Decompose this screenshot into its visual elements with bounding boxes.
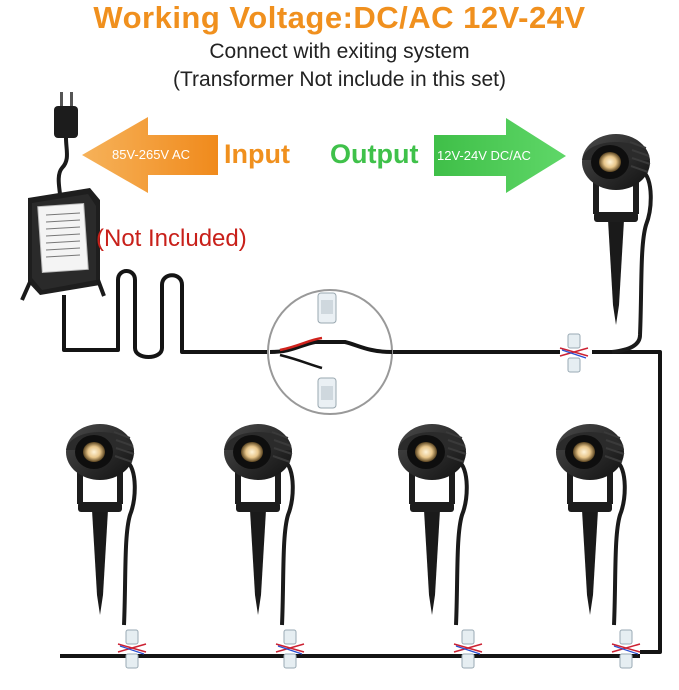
connector-magnified-icon: [267, 289, 393, 415]
output-voltage-label: 12V-24V DC/AC: [437, 148, 531, 163]
input-arrow: [82, 117, 218, 193]
plug-icon: [54, 92, 78, 196]
subtitle-transformer-note: (Transformer Not include in this set): [173, 68, 506, 91]
main-cable: [62, 269, 662, 654]
spotlight-1: [66, 424, 147, 669]
transformer-not-included-note: (Not Included): [96, 225, 247, 252]
spotlight-3: [398, 424, 483, 669]
spotlight-top-right: [582, 134, 651, 354]
output-label: Output: [330, 139, 419, 169]
page-title: Working Voltage:DC/AC 12V-24V: [93, 0, 586, 35]
wire-connector-icon: [559, 333, 589, 373]
spotlight-2: [224, 424, 305, 669]
output-arrow: [434, 118, 566, 193]
input-label: Input: [224, 139, 290, 169]
input-voltage-label: 85V-265V AC: [112, 147, 191, 162]
transformer-icon: [20, 188, 106, 301]
spotlight-4: [556, 424, 641, 669]
subtitle-connect: Connect with exiting system: [209, 40, 470, 63]
